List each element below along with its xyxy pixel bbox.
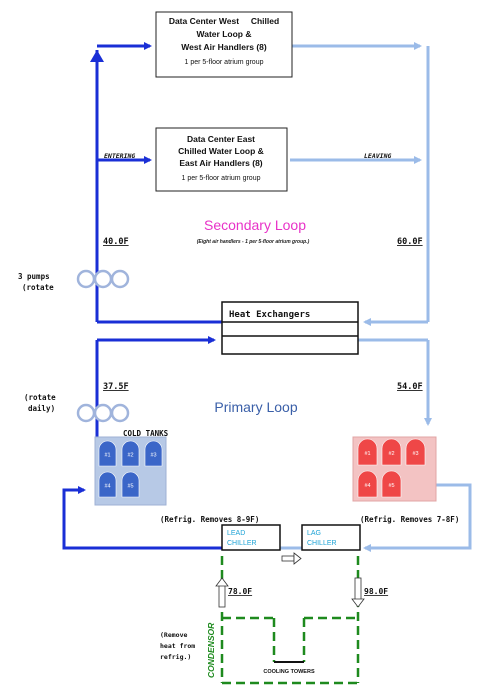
entering-label: ENTERING <box>104 152 135 160</box>
east-box-line1: Data Center East <box>187 134 255 144</box>
warm-to-lag-pipe <box>363 483 472 552</box>
condenser-down-arrow <box>351 577 365 608</box>
remove-heat-line1: (Remove <box>160 631 187 639</box>
sec-supply-temp: 40.0F <box>103 237 129 247</box>
leaving-label: LEAVING <box>364 152 391 160</box>
heat-exchangers-label: Heat Exchangers <box>229 310 310 320</box>
west-box-line3: West Air Handlers (8) <box>181 42 267 52</box>
lag-chiller-label1: LAG <box>307 530 321 537</box>
lead-chiller-box <box>221 524 281 551</box>
cond-right-temp: 98.0F <box>364 587 388 596</box>
cold-tank-1-label: #1 <box>104 453 110 459</box>
west-box-line1: Data Center West Chilled <box>169 16 279 26</box>
warm-tank-2-label: #2 <box>388 451 394 457</box>
east-box-sub: 1 per 5-floor atrium group <box>182 175 261 182</box>
warm-tank-4-label: #4 <box>364 483 370 489</box>
cold-tank-1 <box>98 440 117 467</box>
cold-tank-4 <box>98 471 117 498</box>
west-box-line2: Water Loop & <box>197 29 252 39</box>
pumps-label-line2: (rotate <box>22 283 54 292</box>
lag-chiller-box <box>301 524 361 551</box>
west-box <box>155 11 293 78</box>
secondary-pumps-icon <box>76 269 130 289</box>
pri-supply-temp: 37.5F <box>103 382 129 392</box>
secondary-loop-note: (Eight air handlers - 1 per 5-floor atri… <box>197 239 310 245</box>
warm-tank-5-label: #5 <box>388 483 394 489</box>
east-box-line3: East Air Handlers (8) <box>179 158 262 168</box>
warm-tank-group: #1 #2 #3 #4 #5 <box>357 438 426 498</box>
sec-return-temp: 60.0F <box>397 237 423 247</box>
chiller-transfer-arrow <box>281 552 302 565</box>
cold-tank-3-label: #3 <box>150 453 156 459</box>
condenser-loop <box>220 556 360 685</box>
cold-tank-3 <box>144 440 163 467</box>
warm-tank-2 <box>381 438 402 466</box>
warm-tank-1-label: #1 <box>364 451 370 457</box>
pri-return-temp: 54.0F <box>397 382 423 392</box>
remove-heat-line2: heat from <box>160 642 195 650</box>
cold-tanks-title: COLD TANKS <box>123 429 169 438</box>
daily-label-line1: (rotate <box>24 393 56 402</box>
primary-loop-title: Primary Loop <box>214 399 297 415</box>
pumps-label-line1: 3 pumps <box>18 272 50 281</box>
cold-tank-group: #1 #2 #3 #4 #5 <box>98 440 163 498</box>
daily-label-line2: daily) <box>28 404 55 413</box>
east-box <box>155 127 288 192</box>
cooling-towers-label: COOLING TOWERS <box>263 669 315 675</box>
warm-tank-5 <box>381 470 402 498</box>
cond-left-temp: 78.0F <box>228 587 252 596</box>
cold-tank-4-label: #4 <box>104 484 110 490</box>
cold-tank-5-label: #5 <box>127 484 133 490</box>
lead-to-cold-pipe <box>62 486 222 550</box>
warm-tank-3-label: #3 <box>412 451 418 457</box>
cold-tank-2-label: #2 <box>127 453 133 459</box>
warm-tank-4 <box>357 470 378 498</box>
condensor-label: CONDENSOR <box>206 622 216 678</box>
supply-arrow-up <box>90 50 104 62</box>
cold-tank-5 <box>121 471 140 498</box>
west-box-sub: 1 per 5-floor atrium group <box>185 59 264 66</box>
warm-tank-1 <box>357 438 378 466</box>
refrig-left-note: (Refrig. Removes 8-9F) <box>160 515 259 524</box>
remove-heat-line3: refrig.) <box>160 653 191 661</box>
refrig-right-note: (Refrig. Removes 7-8F) <box>360 515 459 524</box>
secondary-loop-title: Secondary Loop <box>204 217 306 233</box>
cold-tank-2 <box>121 440 140 467</box>
heat-exchanger-box <box>221 301 359 355</box>
east-box-line2: Chilled Water Loop & <box>178 146 264 156</box>
lead-chiller-label2: CHILLER <box>227 540 257 547</box>
lead-chiller-label1: LEAD <box>227 530 245 537</box>
warm-tanks-title: WARM TANKS <box>359 430 398 438</box>
condenser-up-arrow <box>215 577 229 608</box>
primary-pumps-icon <box>76 403 130 423</box>
warm-tank-3 <box>405 438 426 466</box>
lag-chiller-label2: CHILLER <box>307 540 337 547</box>
